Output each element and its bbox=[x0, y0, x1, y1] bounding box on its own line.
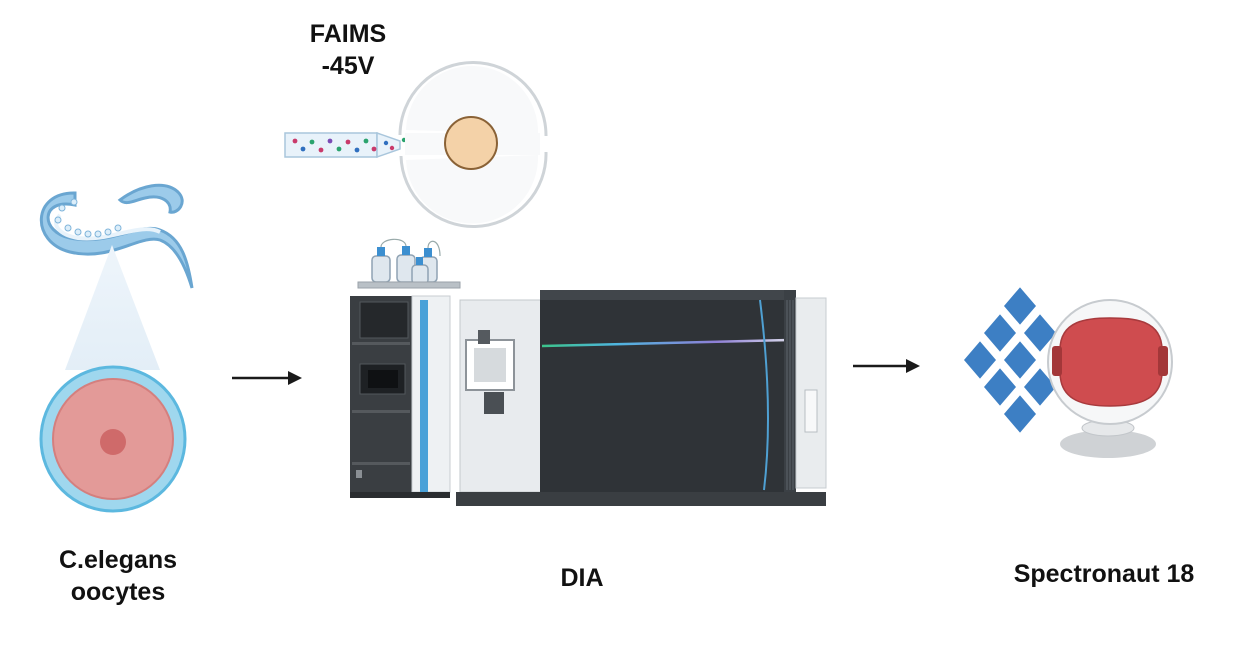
faims-label-line1: FAIMS bbox=[309, 20, 387, 48]
software-label: Spectronaut 18 bbox=[1013, 560, 1195, 588]
acquisition-label: DIA bbox=[560, 564, 604, 592]
faims-label: FAIMS -45V bbox=[288, 18, 408, 82]
nematode-icon bbox=[39, 183, 194, 289]
arrow-2 bbox=[853, 359, 920, 373]
sample-label-line1: C.elegans bbox=[58, 546, 178, 574]
magnification-cone bbox=[65, 245, 160, 370]
spectronaut-logo-icon bbox=[960, 282, 1173, 458]
faims-label-line2: -45V bbox=[321, 52, 375, 80]
faims-electrode-icon bbox=[398, 61, 548, 229]
oocyte-cell-icon bbox=[39, 365, 187, 513]
sample-label: C.elegans oocytes bbox=[38, 544, 198, 608]
lc-ms-instrument-icon bbox=[350, 238, 827, 506]
sample-label-line2: oocytes bbox=[70, 578, 166, 606]
arrow-1 bbox=[232, 371, 302, 385]
